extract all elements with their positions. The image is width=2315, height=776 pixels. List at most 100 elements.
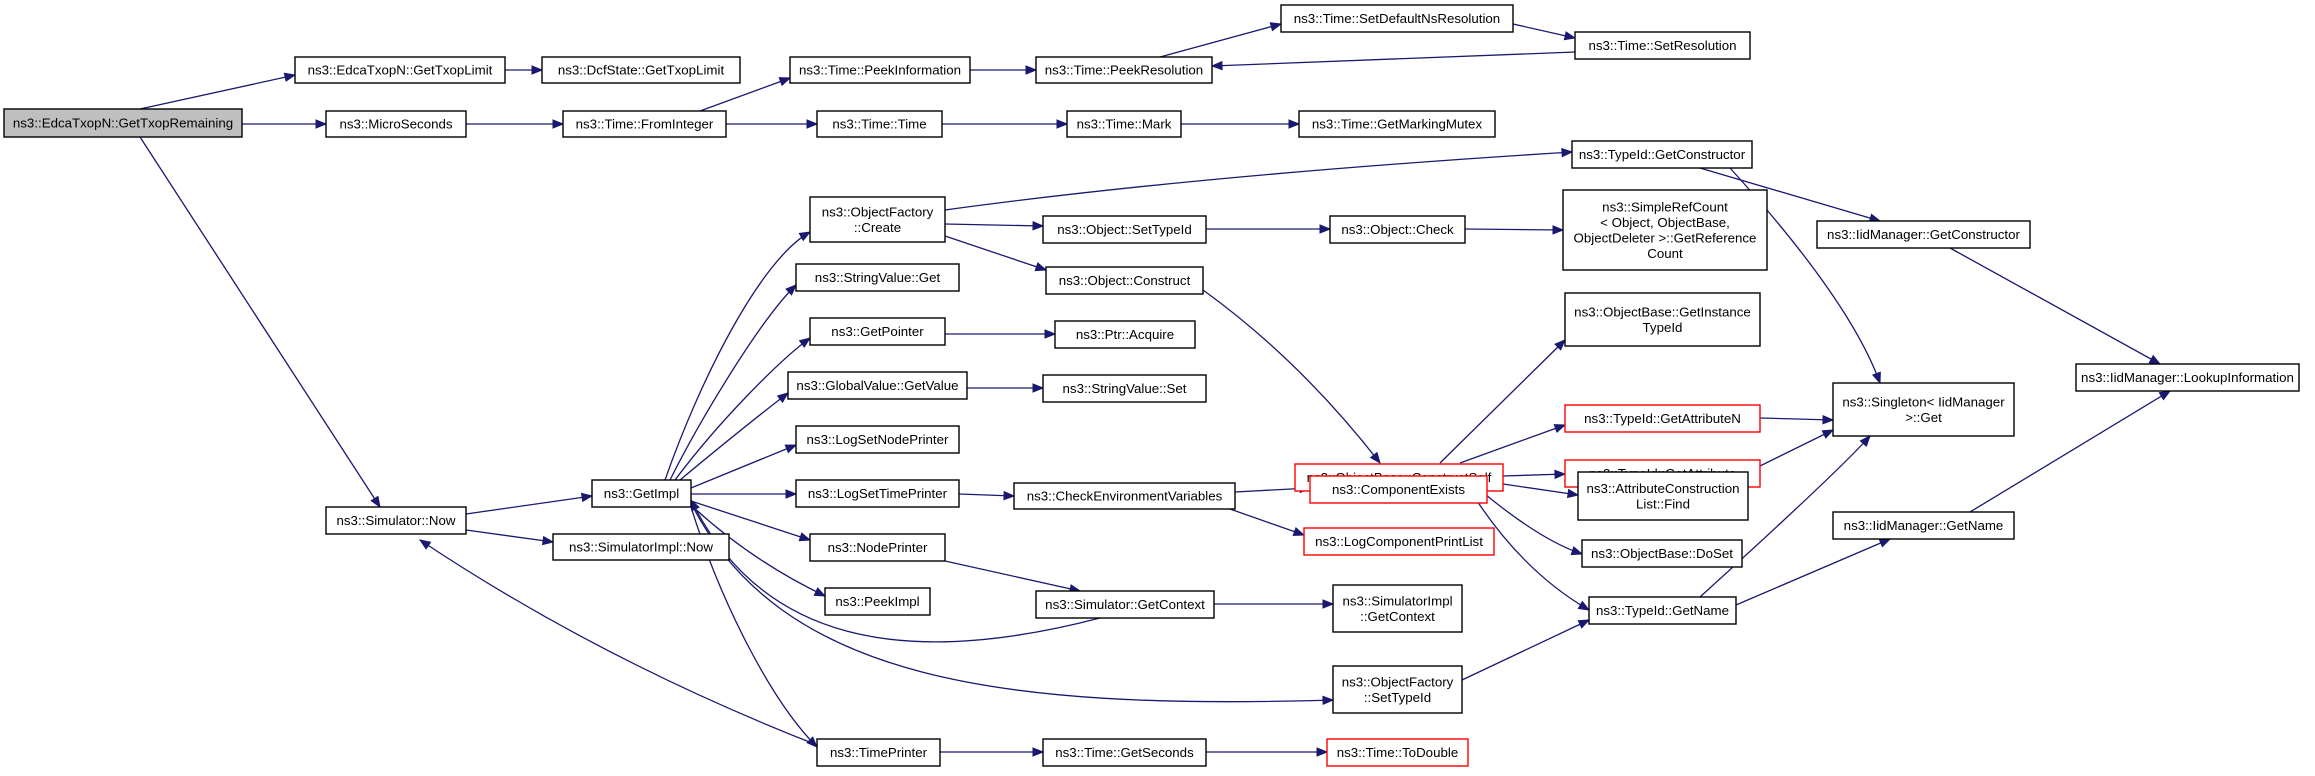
edge-arrowhead bbox=[1292, 527, 1306, 536]
node-tid-getname[interactable]: ns3::TypeId::GetName bbox=[1588, 596, 1737, 625]
edge-line bbox=[944, 235, 1047, 271]
edge-of_create-to-obj_settid bbox=[944, 221, 1045, 231]
edge-arrowhead bbox=[1322, 695, 1335, 706]
node-time-getsec[interactable]: ns3::Time::GetSeconds bbox=[1042, 738, 1207, 767]
edge-line bbox=[1759, 417, 1834, 421]
edge-arrowhead bbox=[1878, 538, 1892, 548]
node-box bbox=[1280, 4, 1514, 33]
node-iid-lookup[interactable]: ns3::IidManager::LookupInformation bbox=[2075, 363, 2300, 392]
node-box bbox=[1298, 110, 1496, 138]
node-log-node[interactable]: ns3::LogSetNodePrinter bbox=[795, 425, 960, 454]
node-log-comp[interactable]: ns3::LogComponentPrintList bbox=[1303, 527, 1495, 556]
edge-log_time-to-check_env bbox=[958, 490, 1016, 501]
node-label: ns3::AttributeConstruction bbox=[1587, 481, 1740, 496]
node-singleton[interactable]: ns3::Singleton< IidManager >::Get bbox=[1832, 382, 2015, 437]
node-log-time[interactable]: ns3::LogSetTimePrinter bbox=[795, 479, 960, 508]
node-label: ns3::Time::Mark bbox=[1077, 117, 1172, 132]
node-simimpl-getctx[interactable]: ns3::SimulatorImpl::GetContext bbox=[1332, 584, 1463, 633]
node-tid-getattrn[interactable]: ns3::TypeId::GetAttributeN bbox=[1564, 404, 1761, 433]
edge-arrowhead bbox=[1561, 147, 1574, 158]
node-tid-getctor[interactable]: ns3::TypeId::GetConstructor bbox=[1571, 140, 1753, 169]
node-time-mark[interactable]: ns3::Time::Mark bbox=[1066, 110, 1182, 138]
edge-arrowhead bbox=[541, 535, 555, 546]
node-micro[interactable]: ns3::MicroSeconds bbox=[325, 110, 467, 138]
node-obj-check[interactable]: ns3::Object::Check bbox=[1329, 215, 1466, 244]
node-iid-getctor[interactable]: ns3::IidManager::GetConstructor bbox=[1816, 220, 2031, 249]
node-label: ns3::LogComponentPrintList bbox=[1315, 534, 1483, 549]
node-simimpl-now[interactable]: ns3::SimulatorImpl::Now bbox=[552, 533, 730, 561]
node-of-settid[interactable]: ns3::ObjectFactory::SetTypeId bbox=[1332, 665, 1463, 714]
node-box bbox=[809, 317, 946, 346]
edge-arrowhead bbox=[1032, 221, 1045, 231]
edge-getimpl-to-of_create bbox=[664, 231, 812, 481]
edge-arrowhead bbox=[2148, 354, 2162, 365]
node-label: ns3::Object::SetTypeId bbox=[1057, 222, 1192, 237]
node-dcf-limit[interactable]: ns3::DcfState::GetTxopLimit bbox=[541, 56, 741, 84]
node-time-todouble[interactable]: ns3::Time::ToDouble bbox=[1326, 738, 1469, 767]
node-timeprinter[interactable]: ns3::TimePrinter bbox=[816, 738, 941, 767]
node-box bbox=[2075, 363, 2300, 392]
node-gv-getvalue[interactable]: ns3::GlobalValue::GetValue bbox=[787, 371, 968, 400]
node-iid-getname[interactable]: ns3::IidManager::GetName bbox=[1832, 511, 2015, 540]
node-peekimpl[interactable]: ns3::PeekImpl bbox=[824, 587, 931, 616]
node-label: ns3::NodePrinter bbox=[828, 540, 928, 555]
node-getimpl[interactable]: ns3::GetImpl bbox=[591, 479, 692, 508]
node-box bbox=[552, 533, 730, 561]
node-nodeprinter[interactable]: ns3::NodePrinter bbox=[809, 533, 946, 562]
node-box bbox=[795, 263, 960, 292]
edge-arrowhead bbox=[1563, 31, 1577, 41]
node-box bbox=[1571, 140, 1753, 169]
node-sv-set[interactable]: ns3::StringValue::Set bbox=[1042, 374, 1207, 403]
node-peek-info[interactable]: ns3::Time::PeekInformation bbox=[789, 56, 971, 84]
edge-arrowhead bbox=[1577, 619, 1591, 629]
node-box bbox=[1332, 584, 1463, 633]
node-obj-settid[interactable]: ns3::Object::SetTypeId bbox=[1042, 215, 1207, 244]
edge-ob_constructself-to-tid_getname bbox=[1469, 489, 1591, 611]
edge-of_create-to-obj_construct bbox=[944, 235, 1048, 272]
node-root[interactable]: ns3::EdcaTxopN::GetTxopRemaining bbox=[3, 108, 243, 138]
node-label: ns3::Time::GetMarkingMutex bbox=[1312, 117, 1483, 132]
node-sim-now[interactable]: ns3::Simulator::Now bbox=[325, 506, 467, 535]
edge-iid_getctor-to-iid_lookup bbox=[1949, 247, 2162, 365]
node-sim-getctx[interactable]: ns3::Simulator::GetContext bbox=[1035, 590, 1215, 619]
edge-line bbox=[690, 500, 811, 541]
node-comp-exists[interactable]: ns3::ComponentExists bbox=[1309, 475, 1488, 504]
node-of-create[interactable]: ns3::ObjectFactory::Create bbox=[809, 196, 946, 243]
node-simple-ref[interactable]: ns3::SimpleRefCount< Object, ObjectBase,… bbox=[1562, 189, 1768, 271]
node-box bbox=[1045, 266, 1204, 295]
edge-arrowhead bbox=[813, 587, 827, 597]
node-ptr-acquire[interactable]: ns3::Ptr::Acquire bbox=[1054, 320, 1196, 349]
edge-arrowhead bbox=[552, 119, 565, 129]
node-label: ns3::TypeId::GetConstructor bbox=[1579, 147, 1746, 162]
node-box bbox=[1303, 527, 1495, 556]
edge-root-to-micro bbox=[242, 119, 328, 129]
node-from-int[interactable]: ns3::Time::FromInteger bbox=[562, 110, 727, 138]
edge-arrowhead bbox=[1032, 747, 1045, 757]
node-edca-limit[interactable]: ns3::EdcaTxopN::GetTxopLimit bbox=[294, 56, 506, 84]
edge-line bbox=[674, 337, 811, 481]
node-time-time[interactable]: ns3::Time::Time bbox=[816, 110, 943, 138]
node-getpointer[interactable]: ns3::GetPointer bbox=[809, 317, 946, 346]
node-label: ns3::ObjectBase::DoSet bbox=[1591, 546, 1733, 561]
node-peek-res[interactable]: ns3::Time::PeekResolution bbox=[1035, 56, 1213, 84]
node-box bbox=[1013, 482, 1236, 510]
edge-line bbox=[1229, 508, 1305, 536]
node-obj-construct[interactable]: ns3::Object::Construct bbox=[1045, 266, 1204, 295]
node-set-res[interactable]: ns3::Time::SetResolution bbox=[1574, 31, 1751, 60]
node-label: ns3::DcfState::GetTxopLimit bbox=[558, 63, 725, 78]
node-ob-doset[interactable]: ns3::ObjectBase::DoSet bbox=[1581, 539, 1743, 568]
node-marking[interactable]: ns3::Time::GetMarkingMutex bbox=[1298, 110, 1496, 138]
node-box bbox=[3, 108, 243, 138]
node-sv-get[interactable]: ns3::StringValue::Get bbox=[795, 263, 960, 292]
node-check-env[interactable]: ns3::CheckEnvironmentVariables bbox=[1013, 482, 1236, 510]
node-box bbox=[789, 56, 971, 84]
edge-tid_getattr-to-singleton bbox=[1759, 429, 1835, 467]
edge-line bbox=[1469, 489, 1590, 611]
node-box bbox=[795, 425, 960, 454]
node-set-default[interactable]: ns3::Time::SetDefaultNsResolution bbox=[1280, 4, 1514, 33]
node-label: ns3::Object::Construct bbox=[1059, 273, 1191, 288]
node-box bbox=[325, 110, 467, 138]
edge-arrowhead bbox=[1003, 490, 1016, 501]
